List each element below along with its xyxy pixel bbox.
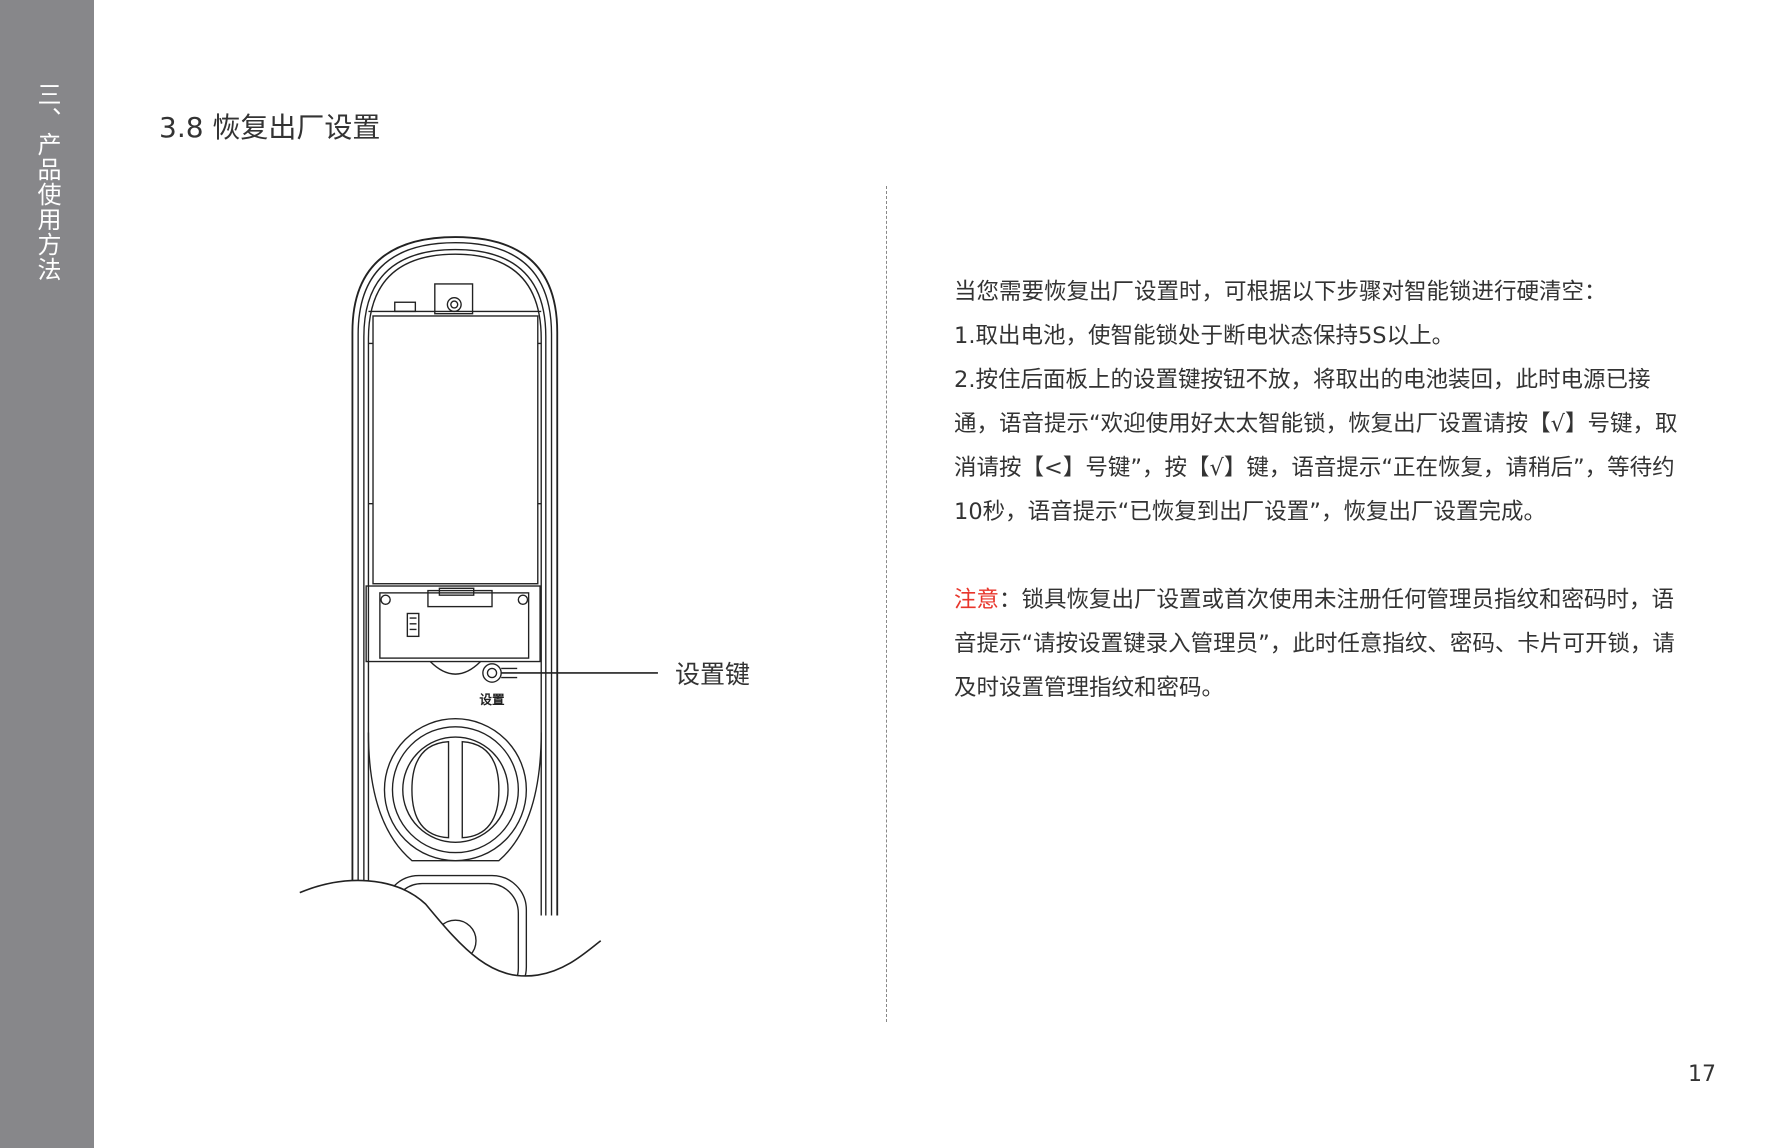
knob-outline <box>383 718 528 862</box>
note-label: 注意 <box>954 587 1000 613</box>
step-2: 2.按住后面板上的设置键按钮不放，将取出的电池装回，此时电源已接通，语音提示“欢… <box>954 367 1678 525</box>
battery-compartment <box>372 315 539 585</box>
hand-outline <box>299 880 601 1148</box>
set-button-icon <box>482 663 502 683</box>
section-label: 三、产品使用方法 <box>33 82 61 282</box>
intro-paragraph: 当您需要恢复出厂设置时，可根据以下步骤对智能锁进行硬清空： <box>954 279 1607 305</box>
set-key-callout-label: 设置键 <box>675 660 751 689</box>
set-button-small-label: 设置 <box>479 692 505 707</box>
instructions: 当您需要恢复出厂设置时，可根据以下步骤对智能锁进行硬清空： 1.取出电池，使智能… <box>954 270 1694 710</box>
lock-body-outline <box>351 236 559 916</box>
page-title: 3.8 恢复出厂设置 <box>159 111 381 144</box>
sidebar: 三、产品使用方法 <box>0 0 94 1148</box>
note-text: ：锁具恢复出厂设置或首次使用未注册任何管理员指纹和密码时，语音提示“请按设置键录… <box>954 587 1675 701</box>
page-number: 17 <box>1688 1062 1716 1087</box>
note-paragraph: 注意：锁具恢复出厂设置或首次使用未注册任何管理员指纹和密码时，语音提示“请按设置… <box>954 578 1694 710</box>
column-divider <box>886 186 887 1022</box>
step-1: 1.取出电池，使智能锁处于断电状态保持5S以上。 <box>954 323 1455 349</box>
